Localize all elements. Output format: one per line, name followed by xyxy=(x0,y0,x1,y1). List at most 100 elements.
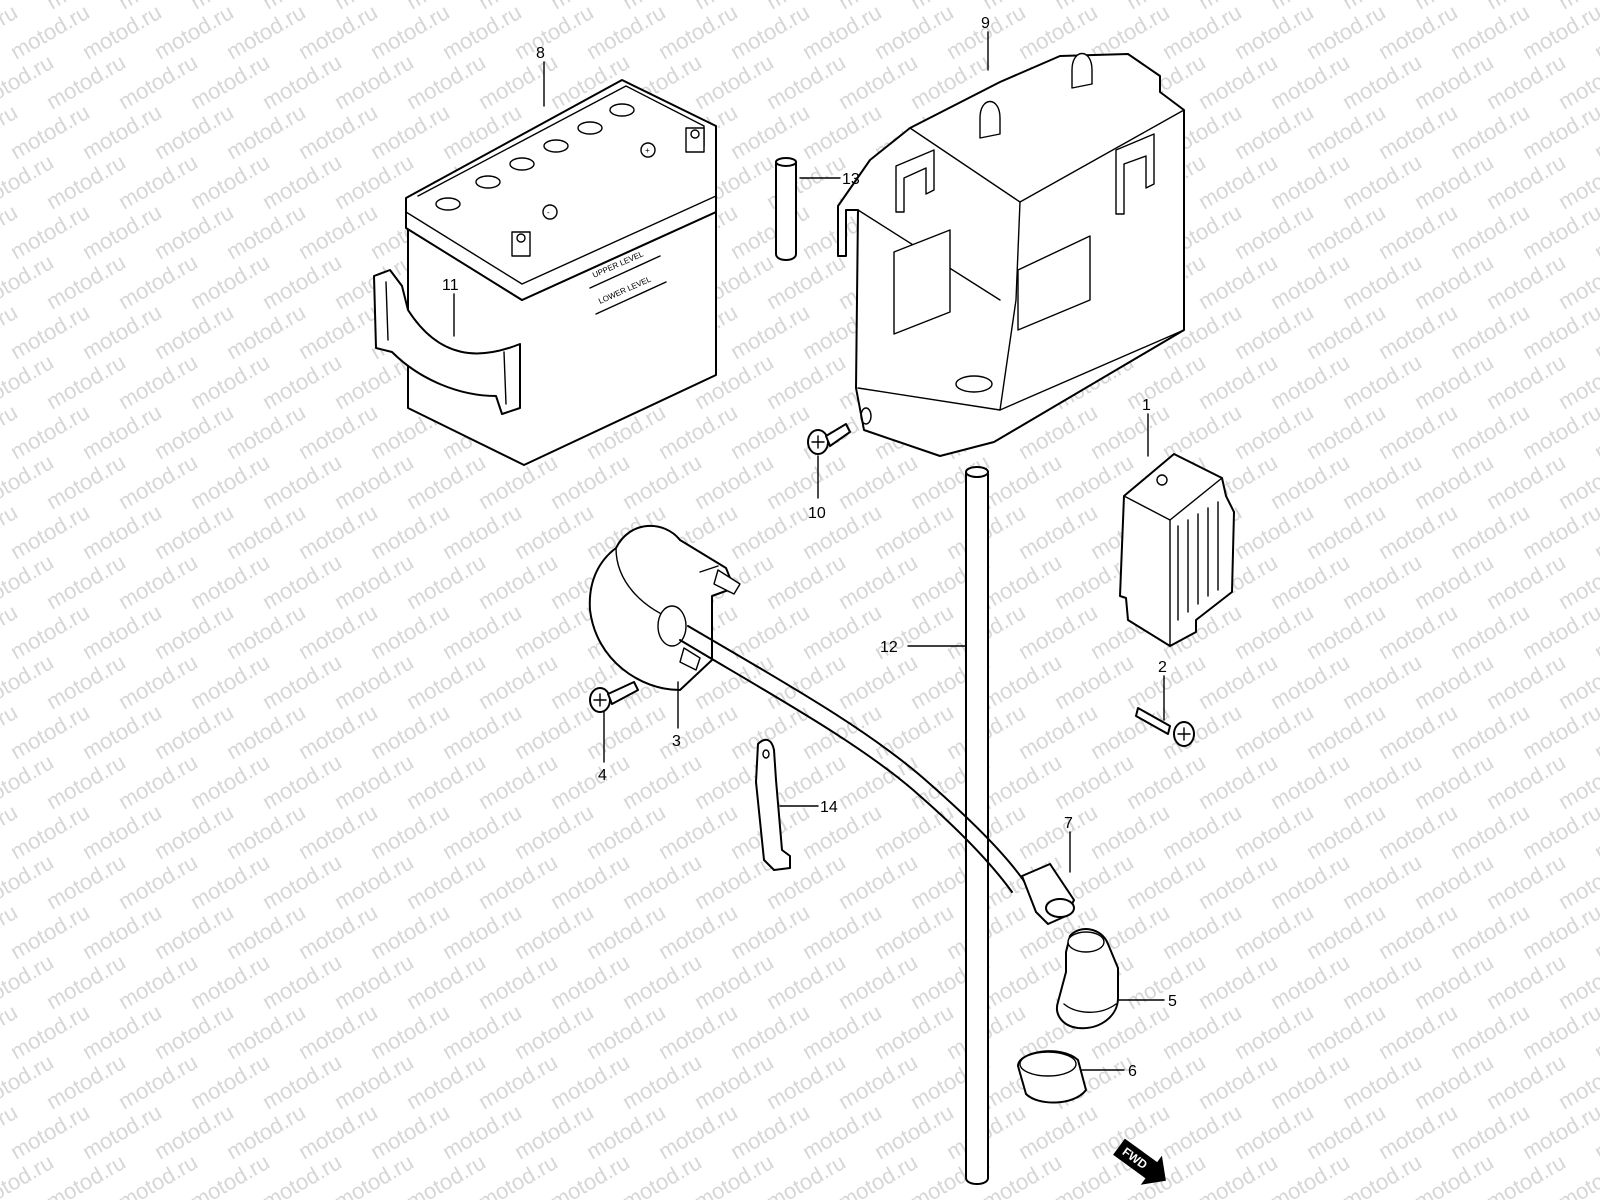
watermark-text: motod.ru xyxy=(798,799,886,864)
watermark-text: motod.ru xyxy=(474,749,562,814)
watermark-text: motod.ru xyxy=(6,399,94,464)
watermark-text: motod.ru xyxy=(1302,399,1390,464)
watermark-text: motod.ru xyxy=(186,349,274,414)
watermark-text: motod.ru xyxy=(510,999,598,1064)
battery-terminal-negative: - xyxy=(511,204,558,257)
watermark-text: motod.ru xyxy=(222,1099,310,1164)
watermark-text: motod.ru xyxy=(258,449,346,514)
watermark-text: motod.ru xyxy=(1266,1049,1354,1114)
watermark-text: motod.ru xyxy=(1410,949,1498,1014)
watermark-text: motod.ru xyxy=(582,999,670,1064)
watermark-text: motod.ru xyxy=(1266,749,1354,814)
watermark-text: motod.ru xyxy=(1050,649,1138,714)
watermark-text: motod.ru xyxy=(546,849,634,914)
watermark-text: motod.ru xyxy=(1374,1099,1462,1164)
watermark-text: motod.ru xyxy=(1086,699,1174,764)
watermark-text: motod.ru xyxy=(402,49,490,114)
watermark-text: motod.ru xyxy=(618,949,706,1014)
watermark-text: motod.ru xyxy=(222,199,310,264)
watermark-text: motod.ru xyxy=(1482,49,1570,114)
watermark-text: motod.ru xyxy=(1338,1049,1426,1114)
watermark-text: motod.ru xyxy=(330,549,418,614)
watermark-text: motod.ru xyxy=(726,899,814,964)
watermark-text: motod.ru xyxy=(978,649,1066,714)
watermark-text: motod.ru xyxy=(762,249,850,314)
watermark-text: motod.ru xyxy=(222,99,310,164)
callout-1: 1 xyxy=(1142,397,1151,414)
watermark-text: motod.ru xyxy=(258,149,346,214)
watermark-text: motod.ru xyxy=(402,1049,490,1114)
watermark-text: motod.ru xyxy=(510,799,598,864)
watermark-text: motod.ru xyxy=(474,649,562,714)
watermark-text: motod.ru xyxy=(1482,149,1570,214)
watermark-text: motod.ru xyxy=(1338,149,1426,214)
watermark-text: motod.ru xyxy=(582,0,670,64)
watermark-text: motod.ru xyxy=(474,849,562,914)
watermark-text: motod.ru xyxy=(258,949,346,1014)
watermark-text: motod.ru xyxy=(438,0,526,64)
watermark-text: motod.ru xyxy=(1410,249,1498,314)
watermark-text: motod.ru xyxy=(474,549,562,614)
watermark-text: motod.ru xyxy=(1158,0,1246,64)
watermark-text: motod.ru xyxy=(6,599,94,664)
watermark-text: motod.ru xyxy=(1266,149,1354,214)
watermark-text: motod.ru xyxy=(258,849,346,914)
watermark-text: motod.ru xyxy=(366,799,454,864)
watermark-text: motod.ru xyxy=(1482,549,1570,614)
watermark-text: motod.ru xyxy=(258,349,346,414)
callout-12: 12 xyxy=(880,639,898,656)
watermark-text: motod.ru xyxy=(1410,149,1498,214)
watermark-text: motod.ru xyxy=(1374,999,1462,1064)
watermark-text: motod.ru xyxy=(186,1049,274,1114)
watermark-text: motod.ru xyxy=(78,899,166,964)
watermark-text: motod.ru xyxy=(1446,399,1534,464)
watermark-text: motod.ru xyxy=(78,199,166,264)
watermark-text: motod.ru xyxy=(762,349,850,414)
callout-8: 8 xyxy=(536,45,545,62)
watermark-text: motod.ru xyxy=(6,699,94,764)
watermark-text: motod.ru xyxy=(1302,299,1390,364)
callout-3: 3 xyxy=(672,733,681,750)
watermark-text: motod.ru xyxy=(762,49,850,114)
watermark-text: motod.ru xyxy=(870,0,958,64)
watermark-text: motod.ru xyxy=(1266,949,1354,1014)
watermark-text: motod.ru xyxy=(186,749,274,814)
watermark-text: motod.ru xyxy=(1266,449,1354,514)
watermark-text: motod.ru xyxy=(1338,549,1426,614)
watermark-text: motod.ru xyxy=(1194,149,1282,214)
watermark-text: motod.ru xyxy=(1230,499,1318,564)
watermark-text: motod.ru xyxy=(582,799,670,864)
watermark-text: motod.ru xyxy=(1338,49,1426,114)
watermark-text: motod.ru xyxy=(870,899,958,964)
watermark-text: motod.ru xyxy=(1194,649,1282,714)
watermark-text: motod.ru xyxy=(438,499,526,564)
watermark-text: motod.ru xyxy=(654,699,742,764)
watermark-text: motod.ru xyxy=(78,699,166,764)
watermark-text: motod.ru xyxy=(1014,1099,1102,1164)
watermark-text: motod.ru xyxy=(762,549,850,614)
watermark-text: motod.ru xyxy=(834,649,922,714)
watermark-text: motod.ru xyxy=(978,949,1066,1014)
watermark-text: motod.ru xyxy=(762,449,850,514)
watermark-text: motod.ru xyxy=(1266,549,1354,614)
watermark-text: motod.ru xyxy=(798,99,886,164)
watermark-text: motod.ru xyxy=(150,499,238,564)
watermark-text: motod.ru xyxy=(1266,849,1354,914)
watermark-text: motod.ru xyxy=(42,149,130,214)
watermark-text: motod.ru xyxy=(42,549,130,614)
watermark-text: motod.ru xyxy=(726,499,814,564)
watermark-text: motod.ru xyxy=(222,599,310,664)
watermark-text: motod.ru xyxy=(1230,199,1318,264)
watermark-text: motod.ru xyxy=(294,199,382,264)
fwd-arrow-icon xyxy=(1113,1138,1166,1185)
watermark-text: motod.ru xyxy=(42,1049,130,1114)
callout-7: 7 xyxy=(1064,815,1073,832)
watermark-text: motod.ru xyxy=(402,549,490,614)
watermark-text: motod.ru xyxy=(402,849,490,914)
watermark-text: motod.ru xyxy=(726,599,814,664)
watermark-text: motod.ru xyxy=(1482,949,1570,1014)
watermark-text: motod.ru xyxy=(294,699,382,764)
watermark-text: motod.ru xyxy=(1014,599,1102,664)
watermark-text: motod.ru xyxy=(726,299,814,364)
watermark-text: motod.ru xyxy=(1302,499,1390,564)
